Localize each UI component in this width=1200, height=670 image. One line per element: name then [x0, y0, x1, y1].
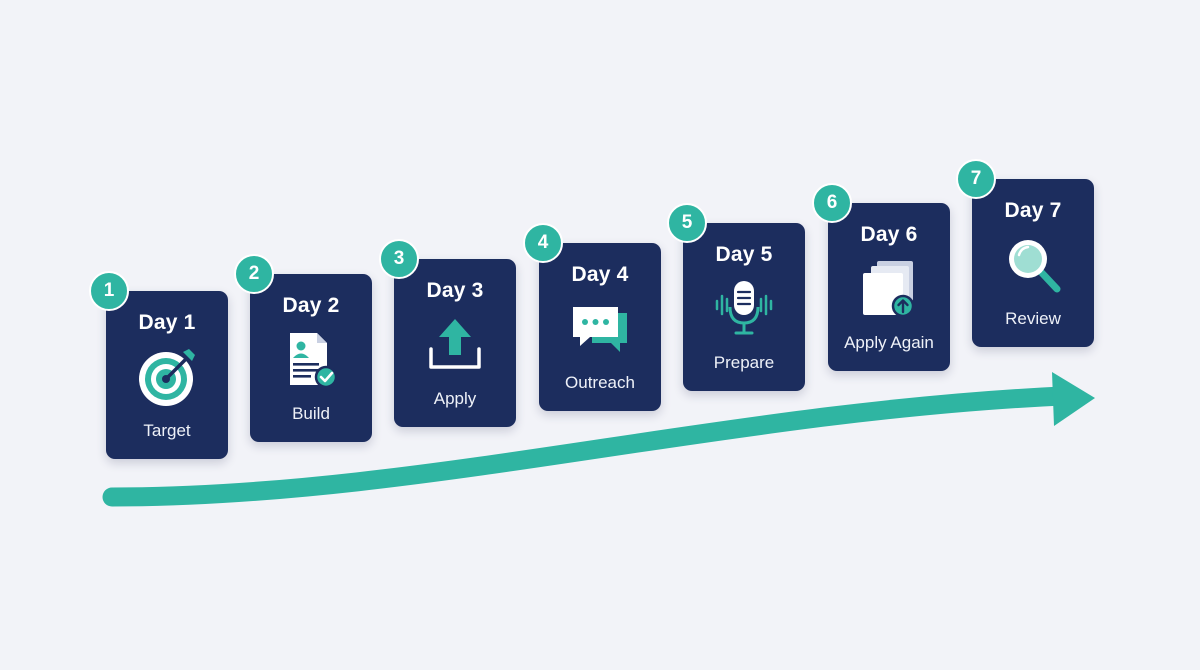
step-number-badge-5: 5	[667, 203, 707, 243]
step-label: Review	[1005, 309, 1061, 328]
step-label: Apply	[433, 389, 477, 408]
step-day-title: Day 3	[426, 279, 484, 302]
step-day-title: Day 7	[1004, 199, 1062, 222]
step-day-title: Day 5	[715, 243, 773, 266]
step-day-title: Day 4	[571, 263, 629, 286]
step-label: Target	[143, 421, 191, 440]
step-label: Apply Again	[844, 333, 934, 352]
step-day-title: Day 2	[282, 294, 340, 317]
chat-icon	[573, 307, 627, 352]
resume-icon	[290, 333, 338, 389]
upload-icon	[429, 319, 481, 369]
step-day-title: Day 1	[138, 311, 196, 334]
step-card-day-5: Day 5 Prepare	[683, 223, 805, 391]
step-day-title: Day 6	[860, 223, 918, 246]
step-card-day-1: Day 1 Target	[106, 291, 228, 459]
progress-arrow-head	[1052, 372, 1095, 426]
stacked-documents-upload-icon	[863, 261, 915, 318]
step-label: Prepare	[713, 353, 775, 372]
step-number-badge-1: 1	[89, 271, 129, 311]
step-number-badge-3: 3	[379, 239, 419, 279]
step-number-badge-2: 2	[234, 254, 274, 294]
step-number-badge-4: 4	[523, 223, 563, 263]
step-card-day-3: Day 3 Apply	[394, 259, 516, 427]
step-label: Outreach	[565, 373, 635, 392]
step-card-day-6: Day 6 Apply Again	[828, 203, 950, 371]
step-card-day-2: Day 2 Build	[250, 274, 372, 442]
microphone-icon	[715, 281, 773, 335]
step-label: Build	[292, 404, 330, 423]
step-number-badge-7: 7	[956, 159, 996, 199]
target-icon	[139, 349, 195, 406]
progress-arrow-shaft	[102, 386, 1072, 507]
step-number-badge-6: 6	[812, 183, 852, 223]
step-card-day-7: Day 7 Review	[972, 179, 1094, 347]
step-card-day-4: Day 4 Outreach	[539, 243, 661, 411]
magnifier-icon	[1009, 240, 1061, 293]
